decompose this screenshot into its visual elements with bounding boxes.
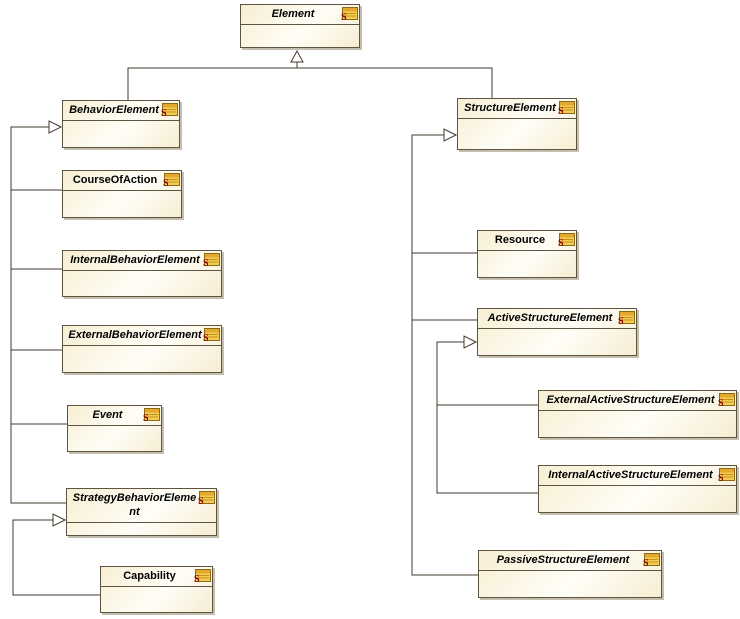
- stereotype-s-icon: S: [161, 103, 178, 117]
- class-body: [63, 191, 181, 217]
- svg-text:S: S: [198, 496, 204, 505]
- class-label: Resource: [494, 234, 546, 246]
- class-title: ActiveStructureElement S: [478, 309, 636, 329]
- class-title: Resource S: [478, 231, 576, 251]
- svg-text:S: S: [194, 574, 200, 583]
- class-label: BehaviorElement: [69, 104, 159, 116]
- svg-text:S: S: [558, 238, 564, 247]
- svg-text:S: S: [618, 316, 624, 325]
- class-label: InternalActiveStructureElement: [548, 469, 713, 481]
- class-label: CourseOfAction: [72, 174, 158, 186]
- class-label: ActiveStructureElement: [487, 312, 613, 324]
- class-box-external-behavior-element[interactable]: ExternalBehaviorElement S: [62, 325, 222, 373]
- stereotype-s-icon: S: [618, 311, 635, 325]
- class-label: ExternalBehaviorElement: [68, 329, 202, 341]
- svg-text:S: S: [341, 12, 347, 21]
- svg-text:S: S: [643, 558, 649, 567]
- class-body: [63, 346, 221, 372]
- class-body: [478, 329, 636, 355]
- class-title: InternalActiveStructureElement S: [539, 466, 736, 486]
- class-box-event[interactable]: Event S: [67, 405, 162, 452]
- class-title: Element S: [241, 5, 359, 25]
- class-title: Capability S: [101, 567, 212, 587]
- class-box-structure-element[interactable]: StructureElement S: [457, 98, 577, 150]
- svg-text:S: S: [203, 333, 209, 342]
- class-box-external-active-structure-element[interactable]: ExternalActiveStructureElement S: [538, 390, 737, 438]
- class-box-strategy-behavior-element[interactable]: StrategyBehaviorElement S: [66, 488, 217, 536]
- stereotype-s-icon: S: [163, 173, 180, 187]
- class-body: [241, 25, 359, 47]
- class-title: Event S: [68, 406, 161, 426]
- class-box-internal-active-structure-element[interactable]: InternalActiveStructureElement S: [538, 465, 737, 513]
- stereotype-s-icon: S: [643, 553, 660, 567]
- class-label: InternalBehaviorElement: [70, 254, 200, 266]
- svg-text:S: S: [203, 258, 209, 267]
- generalization-to-strategy-behavior-element[interactable]: [12, 513, 100, 596]
- class-body: [63, 121, 179, 147]
- stereotype-s-icon: S: [558, 233, 575, 247]
- class-body: [101, 587, 212, 612]
- class-box-passive-structure-element[interactable]: PassiveStructureElement S: [478, 550, 662, 598]
- class-box-course-of-action[interactable]: CourseOfAction S: [62, 170, 182, 218]
- stereotype-s-icon: S: [341, 7, 358, 21]
- class-body: [67, 523, 216, 536]
- svg-text:S: S: [143, 413, 149, 422]
- class-label: Capability: [123, 570, 176, 582]
- class-body: [63, 271, 221, 296]
- stereotype-s-icon: S: [558, 101, 575, 115]
- class-box-capability[interactable]: Capability S: [100, 566, 213, 613]
- class-body: [539, 411, 736, 437]
- class-label: StructureElement: [464, 102, 556, 114]
- svg-text:S: S: [558, 106, 564, 115]
- class-label: Event: [92, 409, 123, 421]
- class-title: StructureElement S: [458, 99, 576, 119]
- class-title: BehaviorElement S: [63, 101, 179, 121]
- stereotype-s-icon: S: [718, 393, 735, 407]
- class-label: ExternalActiveStructureElement: [546, 394, 715, 406]
- stereotype-s-icon: S: [143, 408, 160, 422]
- class-title: CourseOfAction S: [63, 171, 181, 191]
- generalization-to-behavior-element[interactable]: [10, 120, 67, 504]
- class-body: [539, 486, 736, 512]
- stereotype-s-icon: S: [203, 328, 220, 342]
- class-title: ExternalBehaviorElement S: [63, 326, 221, 346]
- class-title: PassiveStructureElement S: [479, 551, 661, 571]
- class-label: Element: [271, 8, 315, 20]
- class-box-behavior-element[interactable]: BehaviorElement S: [62, 100, 180, 148]
- svg-text:S: S: [718, 473, 724, 482]
- stereotype-s-icon: S: [194, 569, 211, 583]
- class-box-internal-behavior-element[interactable]: InternalBehaviorElement S: [62, 250, 222, 297]
- stereotype-s-icon: S: [718, 468, 735, 482]
- stereotype-s-icon: S: [203, 253, 220, 267]
- stereotype-s-icon: S: [198, 491, 215, 505]
- class-box-element[interactable]: Element S: [240, 4, 360, 48]
- class-title: ExternalActiveStructureElement S: [539, 391, 736, 411]
- class-body: [479, 571, 661, 597]
- class-box-resource[interactable]: Resource S: [477, 230, 577, 278]
- svg-text:S: S: [163, 178, 169, 187]
- class-label: PassiveStructureElement: [496, 554, 630, 566]
- class-title: StrategyBehaviorElement S: [67, 489, 216, 523]
- generalization-to-active-structure-element[interactable]: [436, 335, 538, 494]
- class-body: [458, 119, 576, 149]
- class-body: [68, 426, 161, 451]
- svg-text:S: S: [161, 108, 167, 117]
- class-box-active-structure-element[interactable]: ActiveStructureElement S: [477, 308, 637, 356]
- class-label: StrategyBehaviorElement: [72, 492, 197, 518]
- svg-text:S: S: [718, 398, 724, 407]
- generalization-to-element[interactable]: [127, 49, 493, 100]
- generalization-to-structure-element[interactable]: [411, 128, 478, 576]
- class-title: InternalBehaviorElement S: [63, 251, 221, 271]
- class-body: [478, 251, 576, 277]
